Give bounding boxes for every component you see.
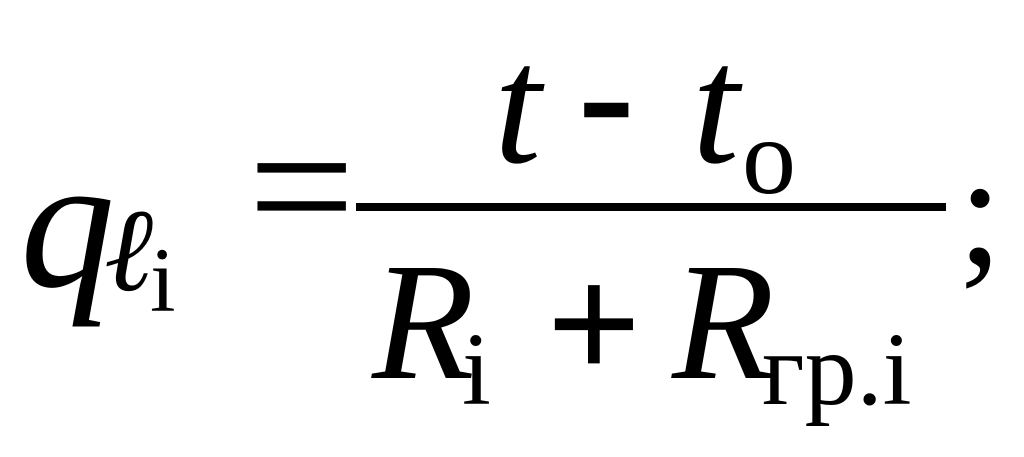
numerator-subscript-o: o <box>742 98 796 217</box>
numerator-minus: - <box>578 0 635 187</box>
equals-sign: = <box>248 82 356 292</box>
semicolon: ; <box>958 121 1003 299</box>
lhs-subscript-ell: ℓ <box>104 185 154 316</box>
numerator-t: t <box>494 11 542 199</box>
numerator-t-zero: t <box>692 11 740 199</box>
denominator-subscript-gr-i: гр.i <box>762 312 912 427</box>
lhs-subsubscript-i: i <box>150 229 176 331</box>
denominator-subscript-i: i <box>462 312 491 427</box>
denominator-R-i: R <box>372 229 475 415</box>
denominator-R-gr: R <box>672 229 775 415</box>
denominator-plus: + <box>546 231 642 417</box>
lhs-symbol-q: q <box>20 118 115 328</box>
fraction-bar <box>356 203 946 211</box>
